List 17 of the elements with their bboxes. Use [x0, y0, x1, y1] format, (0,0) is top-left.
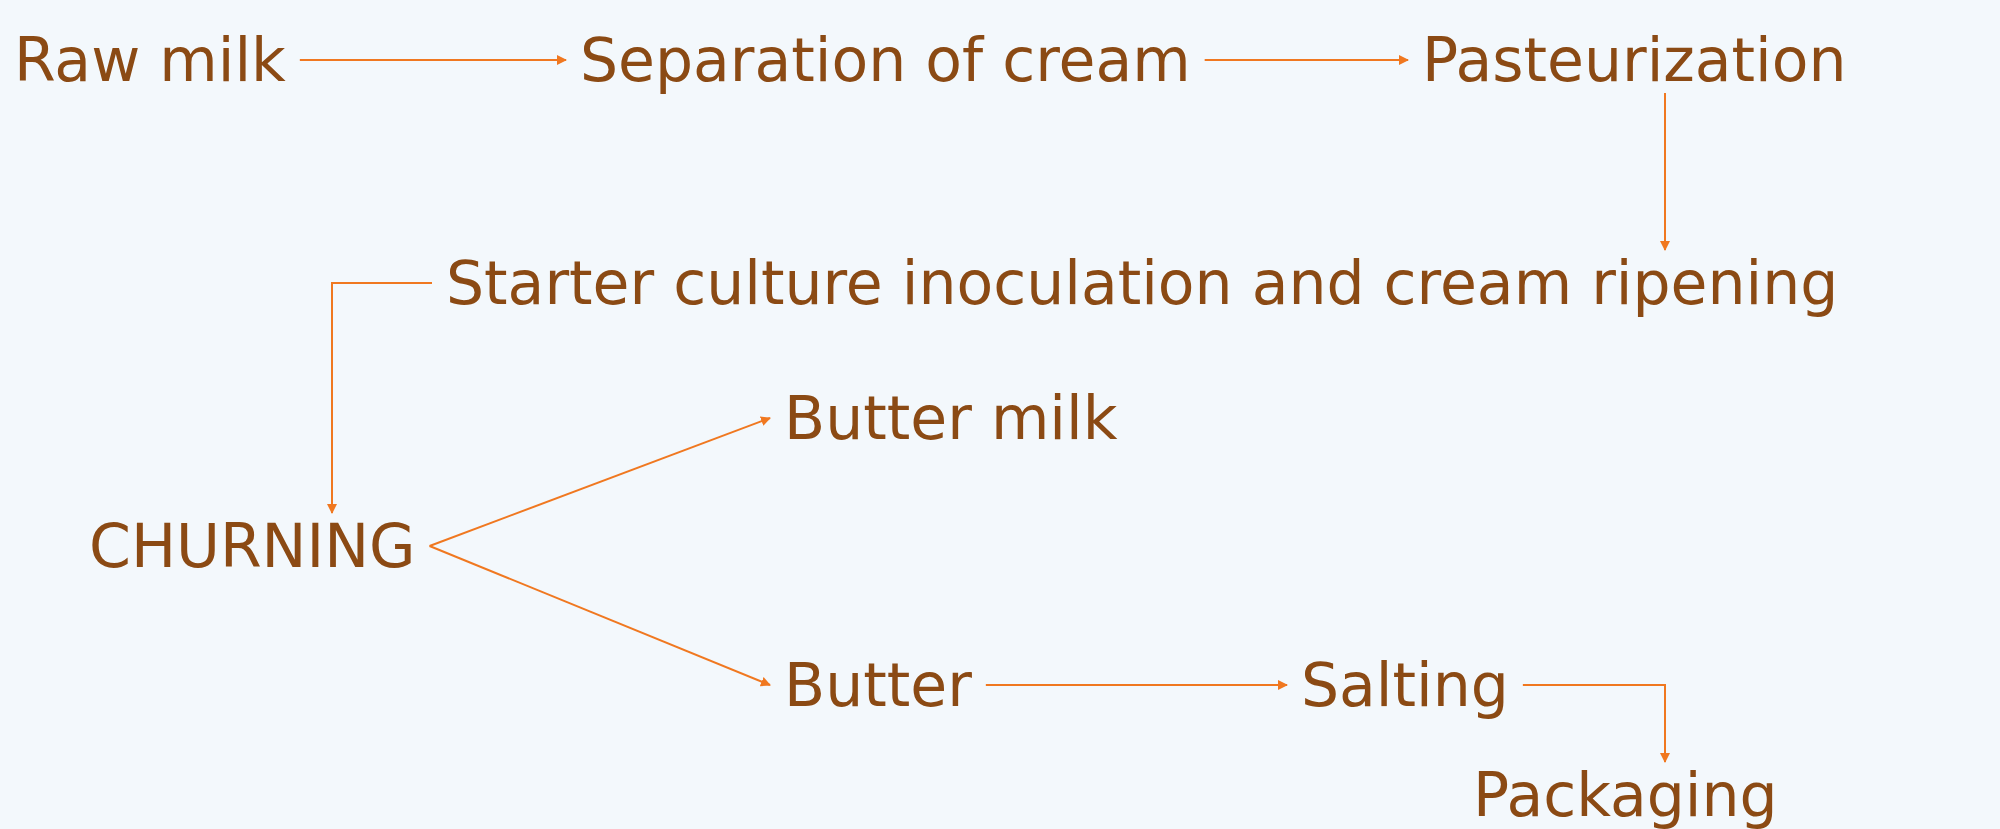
- arrow: [428, 416, 771, 547]
- arrow: [1660, 92, 1670, 251]
- arrow: [1521, 684, 1670, 763]
- arrow: [327, 282, 433, 514]
- step-label: Pasteurization: [1422, 25, 1847, 95]
- arrow: [298, 55, 567, 65]
- step-label: Raw milk: [14, 25, 286, 95]
- arrow: [984, 680, 1288, 690]
- arrow: [428, 545, 771, 687]
- step-label: CHURNING: [89, 511, 416, 581]
- arrow: [1203, 55, 1409, 65]
- step-label: Starter culture inoculation and cream ripening: [446, 248, 1839, 318]
- step-label: Butter milk: [784, 383, 1118, 453]
- step-label: Salting: [1301, 650, 1509, 720]
- step-label: Packaging: [1473, 760, 1778, 829]
- step-label: Butter: [784, 650, 972, 720]
- step-label: Separation of cream: [580, 25, 1191, 95]
